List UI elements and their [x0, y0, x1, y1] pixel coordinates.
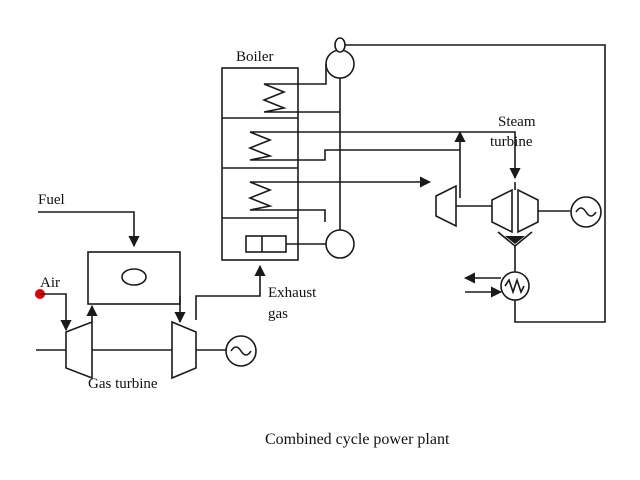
diagram-caption: Combined cycle power plant	[265, 431, 450, 448]
boiler-label: Boiler	[236, 49, 274, 65]
air-label: Air	[40, 275, 60, 291]
gas-turbine-label: Gas turbine	[88, 376, 158, 392]
heat-exchanger-coil-icon	[247, 131, 298, 161]
steam-turbine	[435, 182, 539, 248]
exhaust-label-line2: gas	[268, 306, 288, 322]
heat-exchanger-coil-icon	[261, 83, 298, 113]
combustor-flame-icon	[121, 268, 147, 286]
steam-drum-icon	[325, 37, 355, 79]
exhaust-label-line1: Exhaust	[268, 285, 317, 301]
steam-turbine-label-line2: turbine	[490, 134, 533, 150]
generator-icon	[570, 196, 602, 228]
fuel-label: Fuel	[38, 192, 65, 208]
pump-icon	[325, 229, 355, 259]
steam-turbine-label-line1: Steam	[498, 114, 536, 130]
boiler	[221, 67, 299, 261]
generator-icon	[225, 335, 257, 367]
compressor	[65, 320, 93, 380]
economizer-element	[245, 235, 287, 253]
condenser	[500, 271, 530, 301]
heat-exchanger-coil-icon	[247, 181, 298, 211]
gas-turbine-rotor	[171, 320, 197, 380]
